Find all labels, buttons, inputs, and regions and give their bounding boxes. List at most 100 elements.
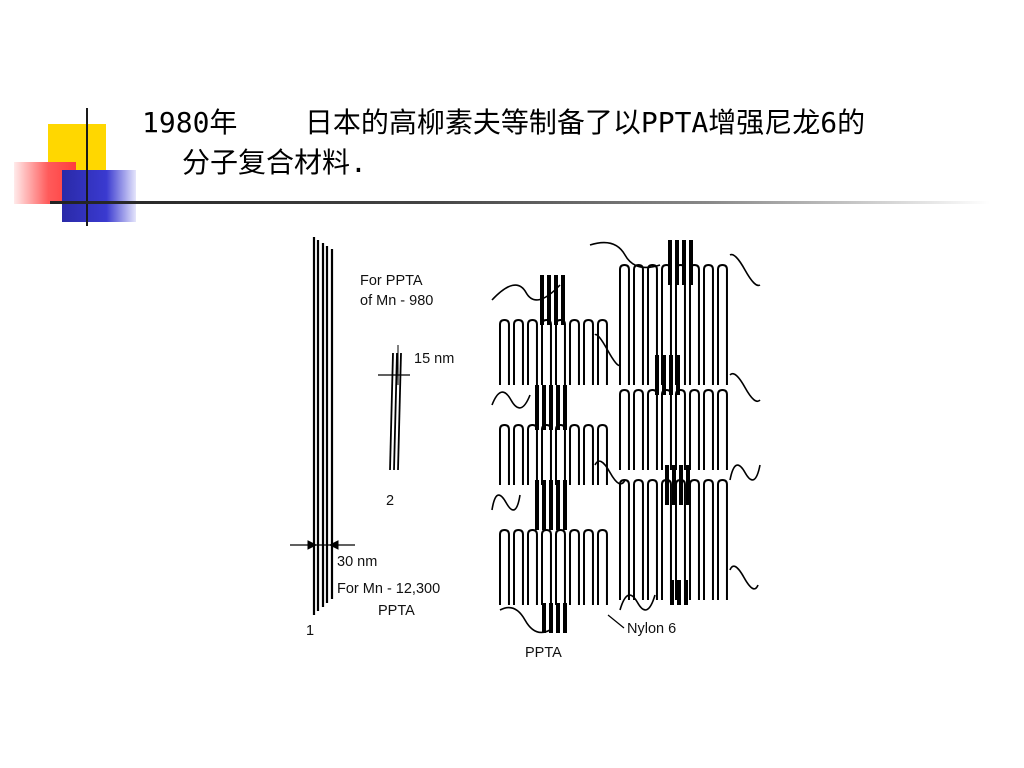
amorphous-chain [729, 372, 761, 403]
ppta-bar [684, 580, 688, 605]
ppta-bar [547, 275, 551, 325]
arrowhead [307, 540, 318, 550]
ppta-bar [549, 603, 553, 633]
short-rod-line [397, 352, 402, 471]
nylon-fold [597, 423, 608, 485]
ppta-bar [679, 465, 683, 505]
amorphous-chain [491, 494, 521, 511]
label-1: 1 [306, 623, 315, 639]
molecular-composite-figure: For PPTA of Mn - 980 15 nm 2 30 nm For M… [260, 225, 780, 665]
nylon-fold [555, 423, 566, 485]
ppta-bar [672, 465, 676, 505]
nylon-fold [689, 478, 700, 600]
nylon-fold [583, 318, 594, 385]
nylon-fold [619, 478, 630, 600]
amorphous-chain [589, 241, 661, 269]
nylon-fold [499, 423, 510, 485]
nylon-fold [499, 528, 510, 605]
nylon-fold [569, 318, 580, 385]
decor-vertical-line [86, 108, 88, 226]
nylon-fold [527, 423, 538, 485]
ppta-bar [556, 480, 560, 530]
amorphous-chain [729, 464, 761, 481]
nylon-fold [633, 263, 644, 385]
nylon-fold [527, 318, 538, 385]
title-line-1: 1980年 日本的高柳素夫等制备了以PPTA增强尼龙6的 [142, 106, 866, 139]
short-rod-line [393, 352, 398, 471]
nylon-ppta-network [491, 240, 761, 634]
nylon-fold [541, 423, 552, 485]
nylon-fold [555, 528, 566, 605]
amorphous-chain [499, 606, 551, 634]
nylon-fold [583, 528, 594, 605]
figure-drawing [290, 237, 761, 634]
amorphous-chain [594, 460, 626, 485]
ppta-bar [655, 355, 659, 395]
amorphous-chain [619, 594, 656, 611]
label-2: 2 [386, 493, 395, 509]
nylon-fold [703, 388, 714, 470]
amorphous-chain [594, 333, 621, 367]
nylon-fold [703, 263, 714, 385]
nylon-fold [633, 388, 644, 470]
nylon-fold [675, 388, 686, 470]
ppta-bar [549, 480, 553, 530]
nylon-fold [717, 263, 728, 385]
label-mn-980: of Mn - 980 [360, 293, 434, 309]
nylon-fold [569, 528, 580, 605]
ppta-bar [686, 465, 690, 505]
nylon-fold [569, 423, 580, 485]
label-for-mn-12300: For Mn - 12,300 [337, 581, 441, 597]
amorphous-chain [729, 565, 759, 590]
ppta-bar [675, 240, 679, 285]
nylon-fold [717, 388, 728, 470]
decor-blue-square [62, 170, 136, 222]
nylon-fold [513, 528, 524, 605]
ppta-bar [563, 385, 567, 430]
nylon-fold [661, 388, 672, 470]
nylon-fold [597, 318, 608, 385]
title-line-2: 分子复合材料. [182, 146, 367, 179]
label-for-ppta: For PPTA [360, 273, 423, 289]
ppta-bar [665, 465, 669, 505]
ppta-bar [542, 480, 546, 530]
nylon-fold [513, 318, 524, 385]
ppta-bar [682, 240, 686, 285]
ppta-bar [662, 355, 666, 395]
label-ppta: PPTA [378, 603, 415, 619]
ppta-bar [549, 385, 553, 430]
ppta-bar [676, 355, 680, 395]
ppta-bar [563, 603, 567, 633]
nylon-pointer [607, 614, 625, 629]
short-rod-line [389, 352, 394, 471]
ppta-bar [554, 275, 558, 325]
ppta-rod-left [312, 237, 334, 615]
nylon-fold [583, 423, 594, 485]
title-underline [50, 201, 990, 204]
slide-title: 1980年 日本的高柳素夫等制备了以PPTA增强尼龙6的 分子复合材料. [142, 103, 1012, 183]
dimension-arrows [290, 345, 625, 629]
ppta-bar [561, 275, 565, 325]
ppta-bar [677, 580, 681, 605]
nylon-fold [541, 528, 552, 605]
label-15nm: 15 nm [414, 351, 455, 367]
arrowhead [328, 540, 339, 550]
ppta-bar [670, 580, 674, 605]
ppta-bar [556, 385, 560, 430]
ppta-bar [540, 275, 544, 325]
nylon-fold [597, 528, 608, 605]
ppta-bar [542, 385, 546, 430]
ppta-bar [669, 355, 673, 395]
ppta-rod-short [389, 352, 402, 471]
nylon-fold [527, 528, 538, 605]
amorphous-chain [491, 391, 531, 409]
amorphous-chain [491, 284, 561, 301]
label-nylon-6: Nylon 6 [627, 621, 677, 637]
nylon-fold [647, 478, 658, 600]
nylon-fold [541, 318, 552, 385]
nylon-fold [555, 318, 566, 385]
nylon-fold [633, 478, 644, 600]
label-ppta-bottom: PPTA [525, 645, 562, 661]
ppta-bar [556, 603, 560, 633]
